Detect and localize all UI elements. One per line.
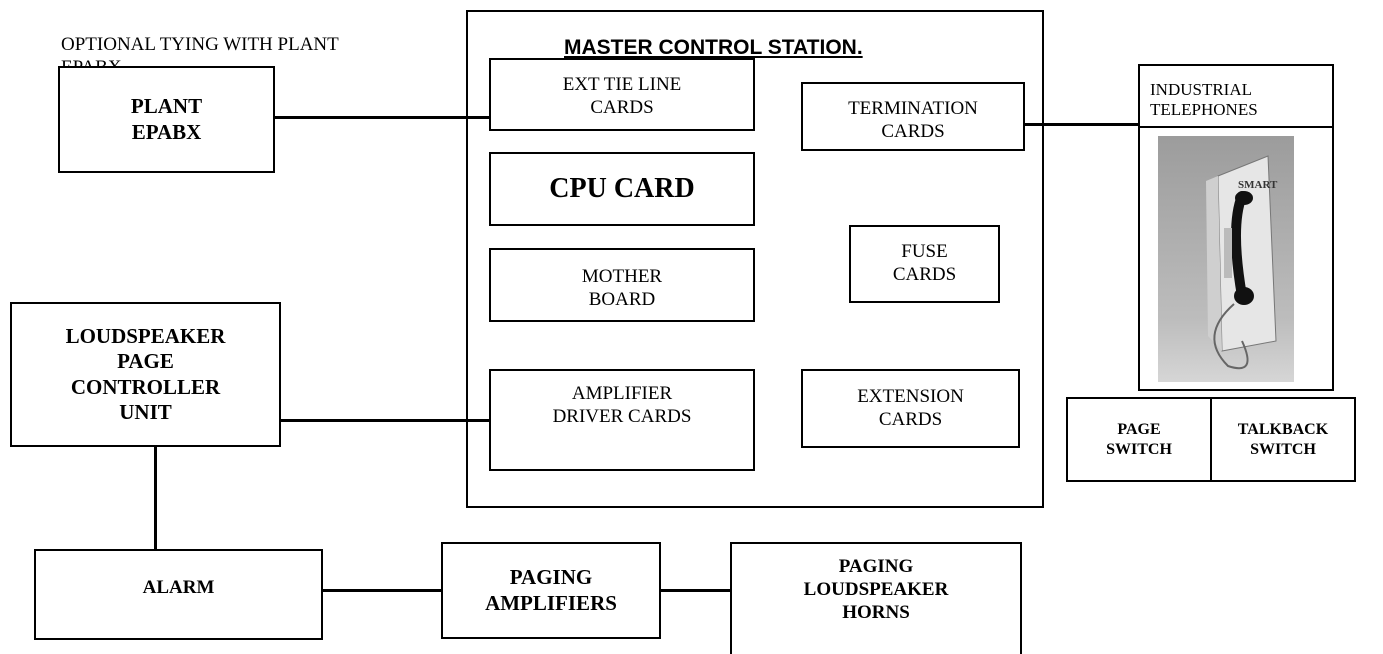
fuse-cards: FUSE CARDS — [849, 225, 1000, 303]
paging-amplifiers-line2: AMPLIFIERS — [485, 590, 617, 615]
paging-loudspeaker-horns-box: PAGING LOUDSPEAKER HORNS — [730, 542, 1022, 654]
page-switch-line1: PAGE — [1117, 421, 1161, 439]
cpu-card: CPU CARD — [489, 152, 755, 226]
industrial-telephones-label: INDUSTRIAL TELEPHONES — [1140, 66, 1332, 128]
alarm-label: ALARM — [142, 577, 215, 598]
telephones-line1: INDUSTRIAL — [1150, 80, 1252, 99]
talkback-switch-box: TALKBACK SWITCH — [1210, 397, 1356, 482]
plant-epabx-line1: PLANT — [130, 94, 203, 119]
master-station-title: MASTER CONTROL STATION. — [564, 36, 863, 59]
amplifier-driver-line2: DRIVER CARDS — [552, 405, 692, 427]
extension-line2: CARDS — [878, 408, 943, 430]
horns-line2: LOUDSPEAKER — [803, 578, 949, 600]
connector-amplifiers-to-horns — [659, 589, 732, 592]
connector-termination-to-telephones — [1023, 123, 1140, 126]
page-switch-box: PAGE SWITCH — [1066, 397, 1212, 482]
connector-alarm-to-amplifiers — [321, 589, 443, 592]
paging-amplifiers-box: PAGING AMPLIFIERS — [441, 542, 661, 639]
talkback-switch-line1: TALKBACK — [1237, 421, 1329, 439]
termination-line1: TERMINATION — [848, 98, 978, 119]
cpu-card-label: CPU CARD — [549, 173, 695, 205]
ext-tie-line1: EXT TIE LINE — [562, 74, 682, 95]
controller-line3: CONTROLLER — [70, 374, 221, 399]
connector-controller-to-amplifier-driver — [279, 419, 491, 422]
termination-cards: TERMINATION CARDS — [801, 82, 1025, 151]
mother-board-line1: MOTHER — [581, 266, 663, 287]
extension-cards: EXTENSION CARDS — [801, 369, 1020, 448]
master-control-station: MASTER CONTROL STATION. — [466, 10, 1044, 508]
paging-amplifiers-line1: PAGING — [509, 565, 593, 590]
telephones-line2: TELEPHONES — [1150, 100, 1258, 120]
amplifier-driver-cards: AMPLIFIER DRIVER CARDS — [489, 369, 755, 471]
mother-board: MOTHER BOARD — [489, 248, 755, 322]
industrial-telephones-box: INDUSTRIAL TELEPHONES — [1138, 64, 1334, 391]
loudspeaker-page-controller-box: LOUDSPEAKER PAGE CONTROLLER UNIT — [10, 302, 281, 447]
termination-line2: CARDS — [881, 120, 945, 142]
fuse-line2: CARDS — [892, 264, 957, 285]
connector-epabx-to-ext-tie — [273, 116, 491, 119]
controller-line4: UNIT — [119, 399, 172, 424]
optional-note-line1: OPTIONAL TYING WITH PLANT — [61, 34, 339, 55]
plant-epabx-line2: EPABX — [131, 119, 202, 144]
fuse-line1: FUSE — [901, 241, 948, 263]
amplifier-driver-line1: AMPLIFIER — [571, 383, 673, 404]
controller-line2: PAGE — [117, 349, 174, 374]
alarm-box: ALARM — [34, 549, 323, 640]
horns-line1: PAGING — [838, 556, 914, 577]
connector-controller-to-alarm — [154, 446, 157, 550]
page-switch-line2: SWITCH — [1106, 440, 1172, 458]
photo-brand-label: SMART — [1238, 179, 1278, 191]
mother-board-line2: BOARD — [588, 288, 656, 310]
plant-epabx-box: PLANT EPABX — [58, 66, 275, 173]
talkback-switch-line2: SWITCH — [1250, 440, 1316, 458]
industrial-telephone-photo: SMART — [1158, 136, 1294, 382]
extension-line1: EXTENSION — [857, 385, 964, 407]
controller-line1: LOUDSPEAKER — [65, 324, 226, 349]
horns-line3: HORNS — [842, 601, 910, 623]
ext-tie-line2: CARDS — [590, 96, 654, 118]
ext-tie-line-cards: EXT TIE LINE CARDS — [489, 58, 755, 131]
